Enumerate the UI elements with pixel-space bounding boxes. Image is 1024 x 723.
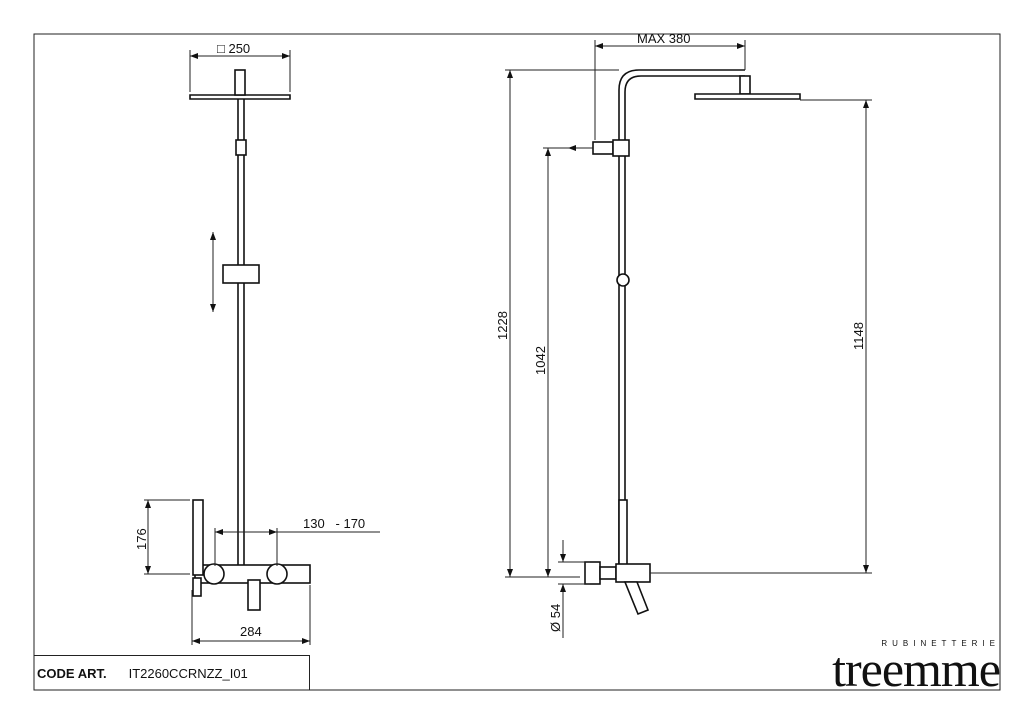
spout (247, 579, 261, 611)
dim-total-height: 1228 (495, 311, 510, 340)
dim-centers: 130 - 170 (303, 516, 365, 531)
side-view (505, 40, 872, 638)
title-block: CODE ART. IT2260CCRNZZ_I01 (34, 655, 310, 690)
drawing-border (33, 33, 1001, 691)
logo-subtitle: RUBINETTERIE (881, 639, 1000, 648)
code-label: CODE ART. (37, 665, 107, 681)
logo-name: treemme (832, 641, 1001, 697)
slide-bar-holder (222, 264, 260, 284)
shower-head (189, 94, 291, 100)
handshower (192, 499, 204, 576)
dim-pipe-diameter: Ø 54 (548, 604, 563, 632)
dim-head-size: □ 250 (217, 41, 250, 56)
dim-mixer-width: 284 (240, 624, 262, 639)
dim-head-height: 1148 (851, 322, 866, 350)
shower-head (694, 93, 801, 100)
code-value: IT2260CCRNZZ_I01 (128, 665, 248, 681)
front-view (144, 50, 380, 645)
dim-outlet-height: 1042 (533, 346, 548, 375)
dim-handshower-height: 176 (134, 528, 149, 550)
dim-max-arm: MAX 380 (637, 31, 690, 46)
brand-logo: RUBINETTERIE treemme (832, 639, 1001, 697)
